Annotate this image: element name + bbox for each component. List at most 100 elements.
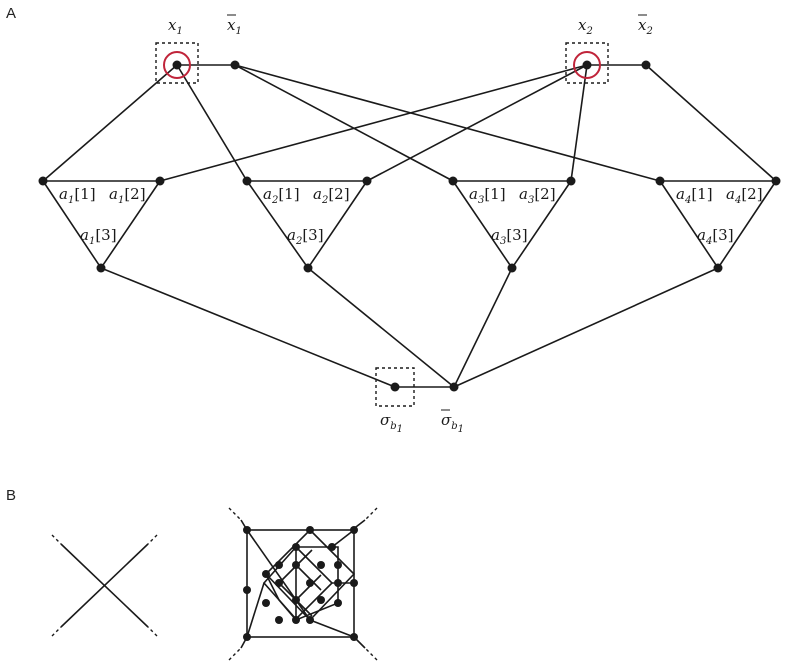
panel-b-crossover-gadget <box>228 507 378 661</box>
edge-a2-3-sigmabar <box>307 267 455 388</box>
crossing-stub <box>147 626 158 637</box>
node-x1 <box>172 60 182 70</box>
gadget-node <box>306 526 314 534</box>
gadget-edge <box>278 599 297 621</box>
gadget-labels: a1[1] a1[2] a1[3] a2[1] a2[2] a2[3] a3[1] a3[2]… <box>59 185 763 247</box>
crossing-stub <box>147 534 158 545</box>
node-a4-2 <box>771 176 781 186</box>
selection-box-x2 <box>565 42 609 84</box>
gadget-label-a4-3: a4[3] <box>697 226 734 247</box>
gadget-node <box>350 633 358 641</box>
gadget-node <box>334 561 342 569</box>
gadget-label-a1-3: a1[3] <box>80 226 117 247</box>
node-a4-1 <box>655 176 665 186</box>
panel-b-crossing <box>51 534 158 637</box>
gadget-node <box>350 526 358 534</box>
gadget-label-a3-1: a3[1] <box>469 185 506 206</box>
gadget-edge <box>295 564 322 591</box>
crossing-stub <box>51 534 62 545</box>
svg-text:x1: x1 <box>227 16 242 37</box>
gadget-node <box>275 616 283 624</box>
svg-text:x2: x2 <box>638 16 653 37</box>
highlight-ring-x1 <box>163 51 191 79</box>
gadget-node <box>350 579 358 587</box>
gadget-nodes <box>243 526 358 641</box>
node-a1-2 <box>155 176 165 186</box>
edge-x1bar-a3-1 <box>234 64 454 182</box>
node-a4-3 <box>713 263 723 273</box>
crossing-edge-2 <box>60 543 149 628</box>
gadget-label-a4-2: a4[2] <box>726 185 763 206</box>
edge-a3-3-sigmabar <box>453 267 513 388</box>
gadget-node <box>328 543 336 551</box>
gadget-node <box>334 579 342 587</box>
gadget-node <box>275 561 283 569</box>
triangle-a3 <box>451 180 573 270</box>
selection-box-sigma <box>375 367 415 407</box>
gadget-node <box>292 561 300 569</box>
node-a3-3 <box>507 263 517 273</box>
gadget-node <box>243 526 251 534</box>
gadget-stub <box>364 507 378 521</box>
edge-x2-a3-2 <box>570 64 588 182</box>
edge-x1bar-a4-1 <box>234 64 661 182</box>
edge-a4-3-sigmabar <box>453 267 719 388</box>
edge-x1-a1-1 <box>42 64 178 182</box>
gadget-node <box>262 570 270 578</box>
panel-a-nodes <box>38 60 781 392</box>
selection-box-x1 <box>155 42 199 84</box>
variable-labels: x1 x1 x2 x2 <box>168 14 653 37</box>
edge-x2bar-a4-2 <box>645 64 777 182</box>
gadget-node <box>292 596 300 604</box>
gadget-edge <box>265 573 280 601</box>
gadget-node <box>317 561 325 569</box>
node-a2-1 <box>242 176 252 186</box>
gadget-node <box>334 599 342 607</box>
node-a1-1 <box>38 176 48 186</box>
node-sigma <box>390 382 400 392</box>
gadget-label-a3-2: a3[2] <box>519 185 556 206</box>
sigma-labels: σb1 σb1 <box>380 409 464 435</box>
node-sigmabar <box>449 382 459 392</box>
node-x2bar <box>641 60 651 70</box>
gadget-node <box>243 633 251 641</box>
gadget-node <box>306 616 314 624</box>
node-a3-1 <box>448 176 458 186</box>
edge-x2-a1-2 <box>159 64 588 182</box>
gadget-node <box>292 543 300 551</box>
triangle-a1 <box>41 180 162 270</box>
gadget-node <box>306 579 314 587</box>
gadget-node <box>292 616 300 624</box>
gadget-stub <box>364 647 378 661</box>
gadget-node <box>243 586 251 594</box>
label-x2: x2 <box>578 16 593 37</box>
highlight-ring-x2 <box>573 51 601 79</box>
gadget-edge <box>246 582 265 638</box>
gadget-stub <box>228 507 242 521</box>
gadget-label-a2-3: a2[3] <box>287 226 324 247</box>
edge-x2-a2-2 <box>366 64 588 182</box>
node-a2-3 <box>303 263 313 273</box>
panel-label-b: B <box>6 487 16 504</box>
gadget-node <box>275 579 283 587</box>
crossing-stub <box>51 626 62 637</box>
gadget-edge <box>309 619 355 638</box>
panel-label-a: A <box>6 5 16 22</box>
gadget-label-a1-1: a1[1] <box>59 185 96 206</box>
triangle-a2 <box>245 180 369 270</box>
edge-x1-a2-1 <box>176 64 248 182</box>
node-x1bar <box>230 60 240 70</box>
gadget-label-a2-2: a2[2] <box>313 185 350 206</box>
gadget-node <box>317 596 325 604</box>
gadget-label-a2-1: a2[1] <box>263 185 300 206</box>
label-x1bar: x1 <box>227 14 242 37</box>
edge-a1-3-sigma <box>100 267 396 388</box>
label-x1: x1 <box>168 16 183 37</box>
label-x2bar: x2 <box>638 14 653 37</box>
gadget-edge <box>295 574 322 601</box>
gadget-label-a1-2: a1[2] <box>109 185 146 206</box>
label-sigmabar: σb1 <box>441 409 464 435</box>
label-sigma: σb1 <box>380 411 403 435</box>
